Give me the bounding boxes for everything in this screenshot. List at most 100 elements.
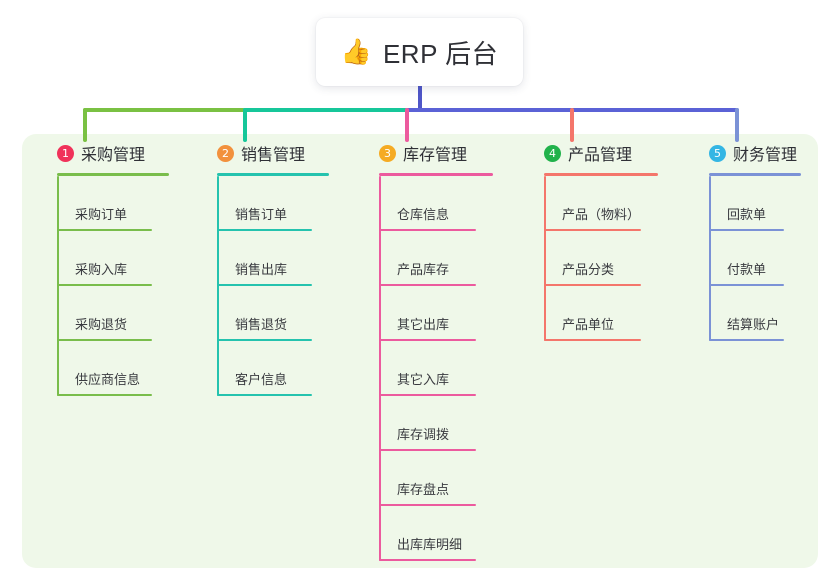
connector-drop-3 [405,108,409,142]
branch-item-underline [379,559,476,561]
branch-item-label: 回款单 [727,207,767,222]
branch-item-underline [217,394,312,396]
branch-item-underline [57,229,152,231]
branch-item-label: 其它出库 [397,317,450,332]
branch-item-underline [379,394,476,396]
branch-item[interactable]: 销售订单 [217,176,350,231]
branch-spine-3 [379,176,381,561]
branch-item[interactable]: 采购入库 [57,231,190,286]
branch-item-underline [544,229,641,231]
branch-underline-1 [57,173,169,176]
connector-root-stem [418,84,422,112]
branch-item-underline [544,284,641,286]
branch-title-2: 销售管理 [241,147,306,164]
connector-bus-segment-1 [83,108,245,112]
branch-item[interactable]: 采购退货 [57,286,190,341]
branch-item[interactable]: 产品（物料） [544,176,679,231]
branch-item-label: 结算账户 [727,317,780,332]
branch-item[interactable]: 销售退货 [217,286,350,341]
branch-column-5: 5 财务管理回款单付款单结算账户 [692,140,822,341]
branch-item-label: 采购退货 [75,317,128,332]
branch-underline-2 [217,173,329,176]
branch-item-label: 库存盘点 [397,482,450,497]
branch-item-underline [217,229,312,231]
branch-item-underline [379,449,476,451]
branch-spine-5 [709,176,711,341]
branch-spine-2 [217,176,219,396]
branch-column-1: 1 采购管理采购订单采购入库采购退货供应商信息 [40,140,190,396]
branch-item[interactable]: 库存调拨 [379,396,514,451]
branch-underline-3 [379,173,493,176]
branch-title-1: 采购管理 [81,147,146,164]
branch-column-2: 2 销售管理销售订单销售出库销售退货客户信息 [200,140,350,396]
branch-badge-4: 4 [544,144,561,162]
branch-header-4[interactable]: 4 产品管理 [527,140,679,166]
connector-bus-segment-2 [243,108,407,112]
branch-item-underline [379,229,476,231]
connector-drop-2 [243,108,247,142]
branch-item-underline [379,504,476,506]
thumbs-up-icon: 👍 [340,37,372,66]
branch-underline-4 [544,173,658,176]
branch-badge-3: 3 [379,144,396,162]
branch-title-5: 财务管理 [733,147,798,164]
branch-item-underline [217,339,312,341]
branch-item-label: 销售订单 [235,207,288,222]
branch-item-label: 产品分类 [562,262,615,277]
branch-item[interactable]: 其它入库 [379,341,514,396]
branch-item[interactable]: 回款单 [709,176,822,231]
branch-title-3: 库存管理 [403,147,468,164]
branch-spine-4 [544,176,546,341]
branch-items-3: 仓库信息产品库存其它出库其它入库库存调拨库存盘点出库库明细 [379,176,514,561]
connector-drop-5 [735,108,739,142]
branch-underline-5 [709,173,801,176]
branch-item[interactable]: 结算账户 [709,286,822,341]
branch-item-underline [379,284,476,286]
branch-badge-1: 1 [57,144,74,162]
branch-item-underline [709,339,784,341]
branch-badge-5: 5 [709,144,726,162]
branch-header-2[interactable]: 2 销售管理 [200,140,350,166]
branch-item-label: 仓库信息 [397,207,450,222]
branch-item[interactable]: 产品单位 [544,286,679,341]
branch-item[interactable]: 客户信息 [217,341,350,396]
branch-item[interactable]: 出库库明细 [379,506,514,561]
branch-header-3[interactable]: 3 库存管理 [362,140,514,166]
branch-item-underline [709,229,784,231]
branch-header-5[interactable]: 5 财务管理 [692,140,822,166]
branch-title-4: 产品管理 [568,147,633,164]
branch-badge-2: 2 [217,144,234,162]
branch-item-label: 出库库明细 [397,537,463,552]
branch-items-4: 产品（物料） 产品分类产品单位 [544,176,679,341]
branch-item-label: 采购订单 [75,207,128,222]
branch-item-label: 付款单 [727,262,767,277]
branch-item-underline [544,339,641,341]
diagram-panel [22,134,818,568]
branch-item[interactable]: 产品库存 [379,231,514,286]
branch-item[interactable]: 其它出库 [379,286,514,341]
branch-item-label: 供应商信息 [75,372,141,387]
branch-header-1[interactable]: 1 采购管理 [40,140,190,166]
branch-item[interactable]: 仓库信息 [379,176,514,231]
branch-item-underline [57,394,152,396]
branch-column-4: 4 产品管理产品（物料） 产品分类产品单位 [527,140,679,341]
branch-spine-1 [57,176,59,396]
branch-item-underline [709,284,784,286]
branch-item[interactable]: 供应商信息 [57,341,190,396]
branch-item-label: 产品单位 [562,317,615,332]
branch-column-3: 3 库存管理仓库信息产品库存其它出库其它入库库存调拨库存盘点出库库明细 [362,140,514,561]
branch-item-underline [217,284,312,286]
branch-item-label: 其它入库 [397,372,450,387]
branch-items-5: 回款单付款单结算账户 [709,176,822,341]
connector-drop-1 [83,108,87,142]
branch-item-label: 销售退货 [235,317,288,332]
root-title: ERP 后台 [382,38,499,69]
branch-item[interactable]: 产品分类 [544,231,679,286]
branch-item[interactable]: 采购订单 [57,176,190,231]
branch-item[interactable]: 库存盘点 [379,451,514,506]
root-node[interactable]: 👍 ERP 后台 [316,18,523,86]
branch-item-underline [379,339,476,341]
branch-item-label: 产品（物料） [562,207,641,222]
branch-item[interactable]: 付款单 [709,231,822,286]
branch-item[interactable]: 销售出库 [217,231,350,286]
